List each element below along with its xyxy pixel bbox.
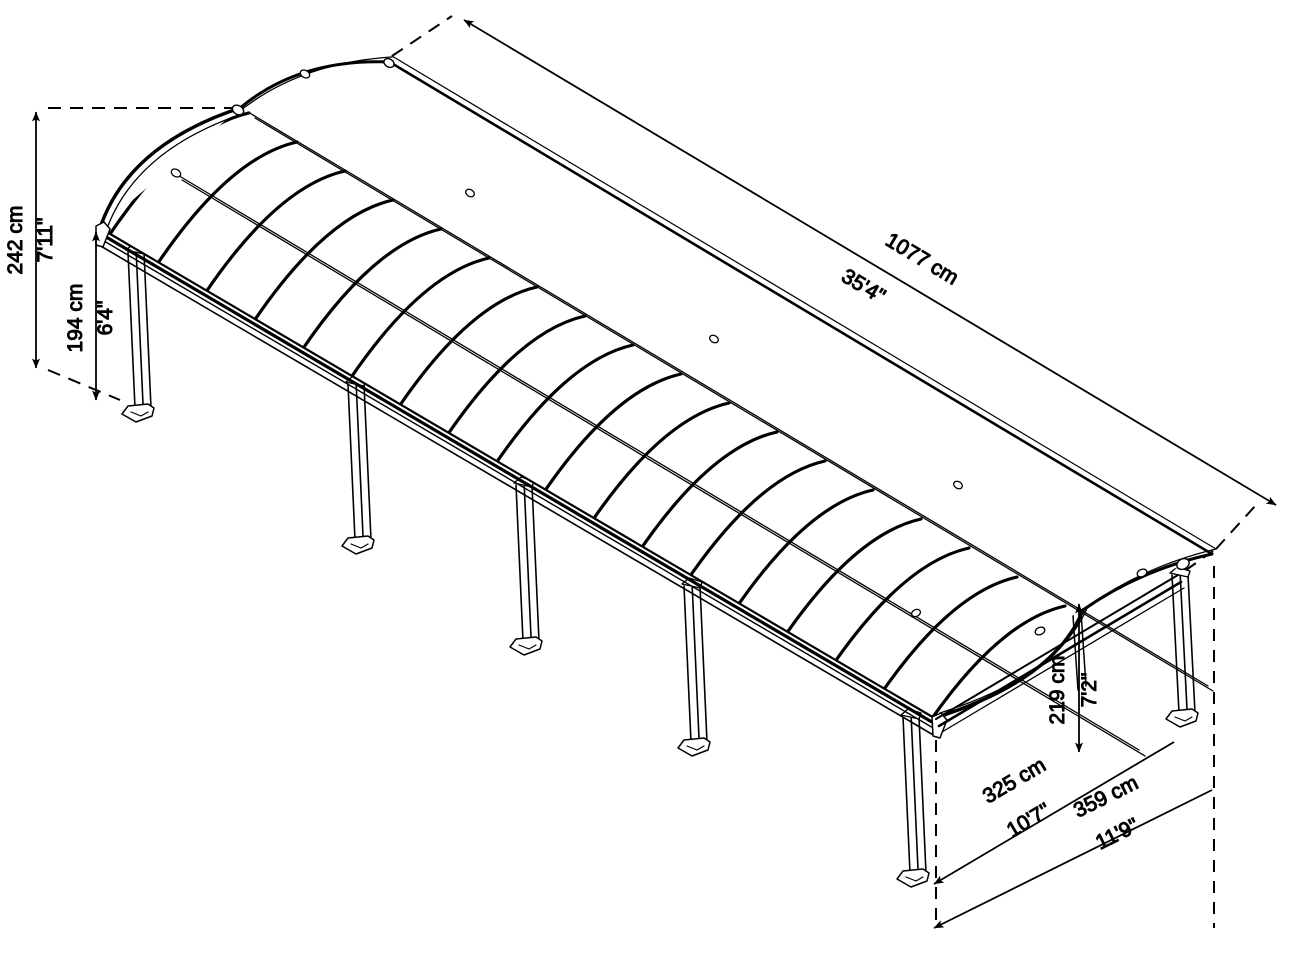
post-base-plate (341, 535, 375, 555)
dimension-arrow-post-width (933, 741, 1175, 885)
left-end-arch (98, 106, 246, 235)
post-base-plate (1165, 708, 1199, 728)
roof-surface (100, 62, 1210, 718)
extension-line-ground-left (47, 369, 121, 401)
front-eave-height-metric-label: 194 cm (64, 284, 87, 353)
carport-model (95, 55, 1217, 888)
extension-line-length-start (391, 15, 453, 57)
extension-line-rear-corner (1185, 548, 1217, 571)
overall-height-metric-label: 242 cm (4, 206, 27, 275)
post-base-plate (509, 636, 543, 656)
overall-height-imperial-label: 7'11" (34, 218, 57, 263)
overall-width-imperial-label: 11'9" (1092, 814, 1142, 855)
post-1 (121, 243, 155, 423)
dimension-rear-eave-height: 219 cm 7'2" (1046, 603, 1102, 753)
corner-joint-group (231, 57, 1190, 571)
post-base-plate (677, 737, 711, 757)
rear-eave-height-metric-label: 219 cm (1046, 656, 1069, 725)
post-width-imperial-label: 10'7" (1003, 799, 1055, 842)
extension-line-length-end (1215, 504, 1257, 550)
dimension-overall-width: 359 cm 11'9" (933, 771, 1213, 929)
dimension-overall-height: 242 cm 7'11" (4, 107, 232, 401)
post-base-plate (896, 868, 930, 888)
dimension-front-eave-height: 194 cm 6'4" (64, 231, 118, 401)
front-eave-height-imperial-label: 6'4" (94, 301, 117, 336)
post-2 (341, 375, 375, 555)
post-base-plate (121, 403, 155, 423)
dimension-arrow-overall-length (463, 19, 1277, 506)
rear-eave-beam (935, 574, 1185, 733)
rear-eave-height-imperial-label: 7'2" (1078, 673, 1101, 708)
post-4 (677, 577, 711, 757)
post-5 (896, 708, 930, 888)
post-3 (509, 476, 543, 656)
dimension-post-width: 325 cm 10'7" (933, 741, 1175, 885)
overall-length-imperial-label: 35'4" (837, 265, 889, 309)
dimension-arrow-overall-width (933, 789, 1213, 929)
overall-length-metric-label: 1077 cm (881, 229, 962, 290)
post-6 (1165, 566, 1199, 728)
extension-line-group-right (935, 548, 1217, 928)
